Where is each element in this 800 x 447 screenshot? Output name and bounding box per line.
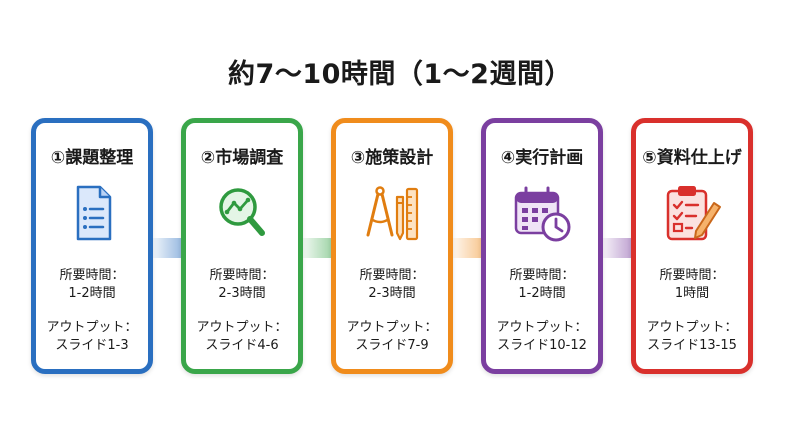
- output-value: スライド7-9: [355, 338, 429, 353]
- time-value: 2-3時間: [218, 286, 266, 301]
- step-title: ②市場調査: [200, 148, 284, 168]
- magnifier-chart-icon: [210, 181, 274, 245]
- step-title: ⑤資料仕上げ: [642, 148, 742, 168]
- calendar-clock-icon: [510, 181, 574, 245]
- step-card-5: ⑤資料仕上げ 所要時間： 1時間 アウトプット： スライド13-15: [631, 118, 753, 374]
- step-title: ①課題整理: [50, 148, 134, 168]
- time-label: 所要時間：: [59, 268, 125, 283]
- clipboard-pencil-icon: [660, 181, 724, 245]
- time-value: 2-3時間: [368, 286, 416, 301]
- time-value: 1-2時間: [518, 286, 566, 301]
- output-value: スライド10-12: [497, 338, 587, 353]
- step-title: ③施策設計: [350, 148, 434, 168]
- time-value: 1-2時間: [68, 286, 116, 301]
- drafting-tools-icon: [360, 181, 424, 245]
- time-label: 所要時間：: [359, 268, 425, 283]
- time-label: 所要時間：: [659, 268, 725, 283]
- time-label: 所要時間：: [509, 268, 575, 283]
- output-label: アウトプット：: [346, 320, 438, 335]
- step-card-2: ②市場調査 所要時間： 2-3時間 アウトプット： スライド4-6: [181, 118, 303, 374]
- step-card-1: ①課題整理 所要時間： 1-2時間 アウトプット： スライド1-3: [31, 118, 153, 374]
- output-value: スライド1-3: [55, 338, 129, 353]
- output-label: アウトプット：: [196, 320, 288, 335]
- document-icon: [60, 181, 124, 245]
- time-value: 1時間: [674, 286, 710, 301]
- output-label: アウトプット：: [46, 320, 138, 335]
- output-label: アウトプット：: [496, 320, 588, 335]
- time-label: 所要時間：: [209, 268, 275, 283]
- step-card-4: ④実行計画 所要時間： 1-2時間 アウトプット： スライド10-12: [481, 118, 603, 374]
- step-title: ④実行計画: [500, 148, 584, 168]
- page-title: 約7〜10時間（1〜2週間）: [228, 59, 572, 90]
- step-card-3: ③施策設計 所要時間： 2-3時間 アウトプット： スライド7-9: [331, 118, 453, 374]
- output-value: スライド4-6: [205, 338, 279, 353]
- output-label: アウトプット：: [646, 320, 738, 335]
- output-value: スライド13-15: [647, 338, 737, 353]
